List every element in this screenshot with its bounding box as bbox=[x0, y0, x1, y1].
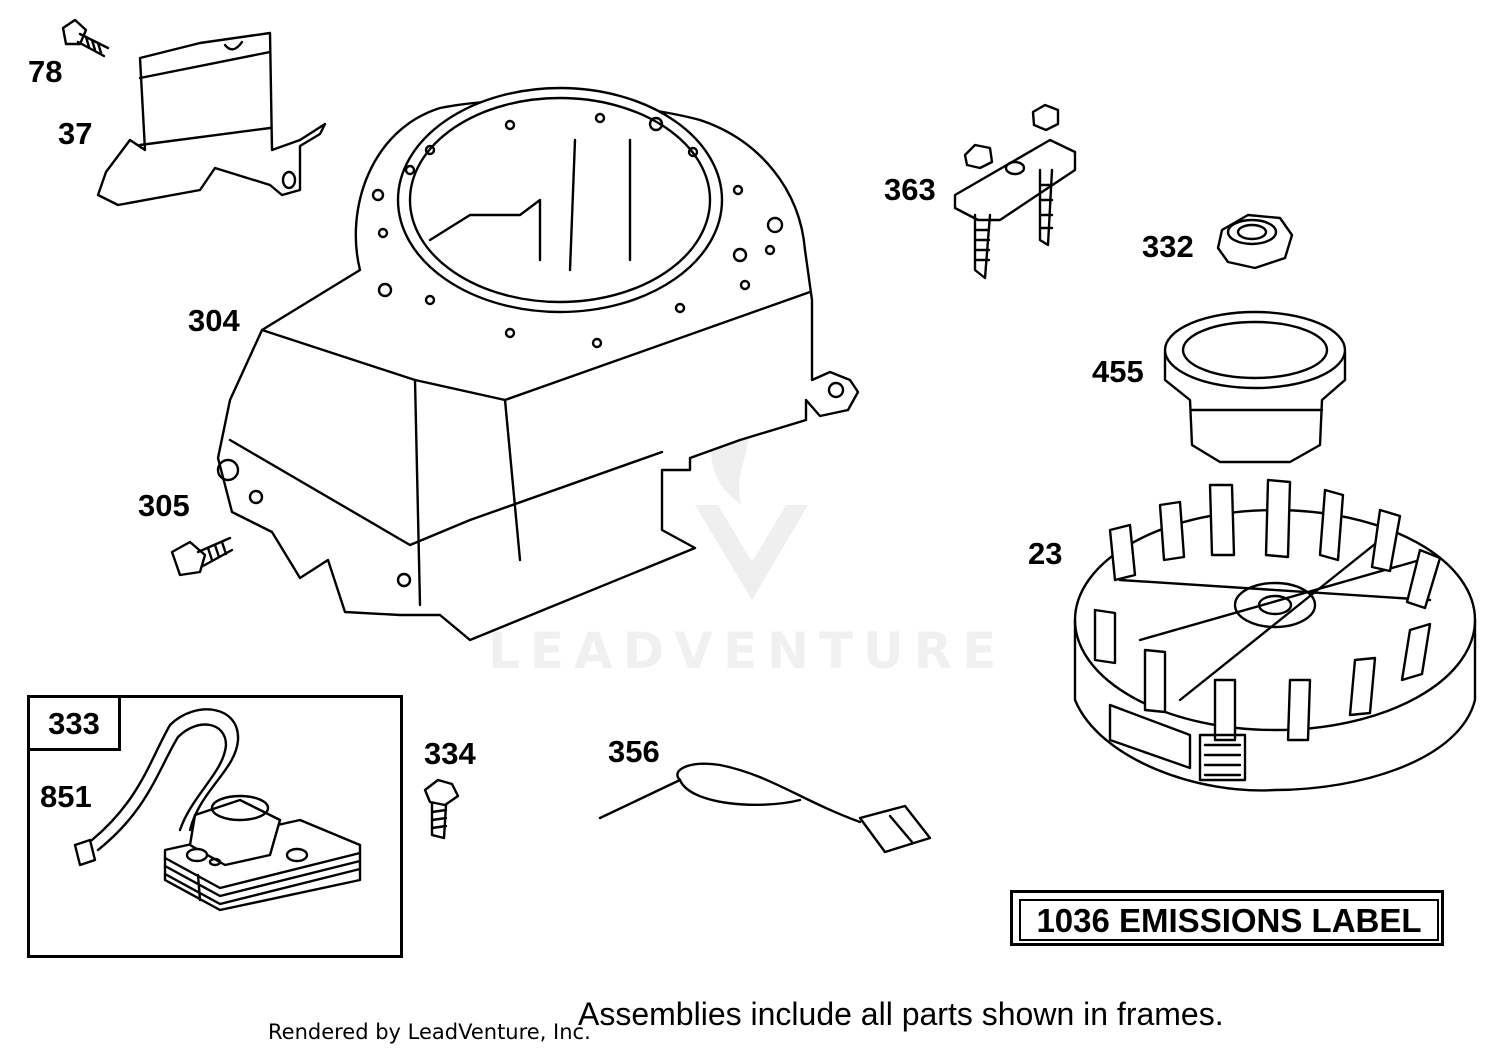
part-label-23: 23 bbox=[1028, 536, 1063, 571]
credit-text: Rendered by LeadVenture, Inc. bbox=[268, 1020, 591, 1044]
nut-332-icon bbox=[1216, 213, 1294, 270]
flywheel-23-icon bbox=[1073, 478, 1477, 792]
part-label-851: 851 bbox=[40, 779, 92, 814]
ground-wire-356-icon bbox=[598, 762, 932, 854]
part-label-78: 78 bbox=[28, 54, 63, 89]
blower-housing-304-icon bbox=[216, 86, 860, 642]
shield-37-icon bbox=[96, 31, 327, 207]
part-label-305: 305 bbox=[138, 488, 190, 523]
cup-455-icon bbox=[1163, 310, 1347, 464]
part-label-356: 356 bbox=[608, 734, 660, 769]
assembly-label-333: 333 bbox=[27, 695, 121, 751]
part-label-37: 37 bbox=[58, 116, 93, 151]
part-label-332: 332 bbox=[1142, 229, 1194, 264]
part-label-363: 363 bbox=[884, 172, 936, 207]
ignition-coil-333-icon bbox=[73, 708, 362, 912]
emissions-label-text: 1036 EMISSIONS LABEL bbox=[1019, 899, 1439, 941]
part-label-304: 304 bbox=[188, 303, 240, 338]
assembly-frame-333 bbox=[27, 695, 403, 958]
watermark-text: LEADVENTURE bbox=[488, 622, 1007, 680]
footer-note: Assemblies include all parts shown in fr… bbox=[578, 996, 1224, 1032]
screw-334-icon bbox=[423, 778, 460, 840]
bolt-305-icon bbox=[170, 536, 234, 577]
bolt-78-icon bbox=[61, 18, 110, 58]
bracket-363-icon bbox=[953, 103, 1077, 280]
part-label-455: 455 bbox=[1092, 354, 1144, 389]
emissions-label-box: 1036 EMISSIONS LABEL bbox=[1010, 890, 1444, 946]
part-label-334: 334 bbox=[424, 736, 476, 771]
